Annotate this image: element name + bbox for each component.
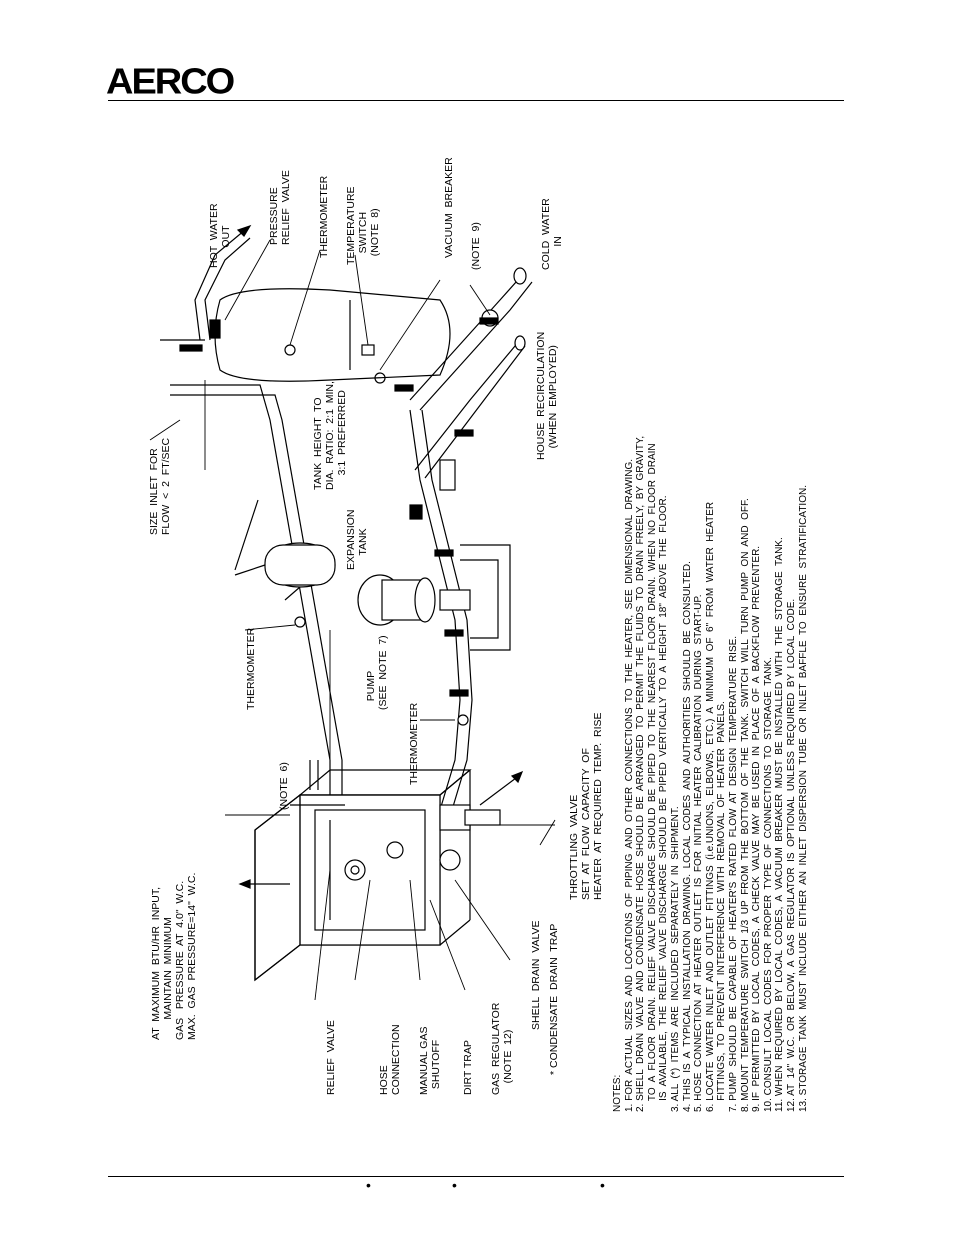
notes-block: NOTES:1. FOR ACTUAL SIZES AND LOCATIONS … (612, 436, 809, 1112)
note9-label: (NOTE 9) (470, 222, 482, 270)
gas-train (439, 770, 524, 871)
aerco-logo: AERCO (106, 62, 235, 102)
logo-text: AERCO (106, 62, 235, 102)
pump-label: PUMP (SEE NOTE 7) (365, 635, 389, 710)
note-line: 1. FOR ACTUAL SIZES AND LOCATIONS OF PIP… (623, 458, 635, 1112)
thermometer-low-label: THERMOMETER (408, 702, 420, 785)
thermometer-top-label: THERMOMETER (318, 175, 330, 258)
heater-unit (254, 769, 472, 982)
note-line: 3. ALL (*) ITEMS ARE INCLUDED SEPARATELY… (669, 806, 681, 1112)
note6-label: (NOTE 6) (278, 762, 290, 810)
footer-bullet: • (452, 1177, 457, 1193)
relief-valve-label: RELIEF VALVE (325, 1020, 337, 1095)
note-line: 11. WHEN REQUIRED BY LOCAL CODES, A VACU… (774, 537, 786, 1112)
note-line: 9. IF PERMITTED BY LOCAL CODES, A CHECK … (751, 545, 763, 1112)
manual-gas-shutoff-label: MANUAL GAS SHUTOFF (418, 1026, 442, 1095)
size-inlet-label: SIZE INLET FOR FLOW < 2 FT/SEC (148, 437, 172, 535)
relief-discharge-pipe (290, 760, 345, 806)
footer-rule (108, 1176, 844, 1177)
footer-bullet: • (600, 1177, 605, 1193)
header-rule (108, 100, 844, 101)
note-line: 13. STORAGE TANK MUST INCLUDE EITHER AN … (797, 485, 809, 1112)
note-line: 8. MOUNT TEMPERATURE SWITCH 1/3 UP FROM … (739, 498, 751, 1112)
expansion-tank-label: EXPANSION TANK (345, 509, 369, 571)
notes-list: 1. FOR ACTUAL SIZES AND LOCATIONS OF PIP… (624, 436, 810, 1112)
valves (179, 317, 499, 697)
return-pipe (409, 409, 511, 811)
note-line: 7. PUMP SHOULD BE CAPABLE OF HEATER'S RA… (727, 635, 739, 1112)
thermometer-mid-label: THERMOMETER (245, 627, 257, 710)
storage-tank (214, 288, 451, 384)
hot-water-out-pipe (160, 224, 252, 341)
cold-water-in-label: COLD WATER IN (540, 198, 564, 270)
note-line: 4. THIS IS A TYPICAL INSTALLATION DRAWIN… (681, 561, 693, 1112)
note-line: 6. LOCATE WATER INLET AND OUTLET FITTING… (704, 501, 716, 1112)
shell-drain-valve-label: SHELL DRAIN VALVE (530, 920, 542, 1030)
notes-heading: NOTES: (612, 1074, 623, 1112)
dirt-trap-label: DIRT TRAP (462, 1040, 474, 1095)
hot-water-out-label: HOT WATER OUT (208, 203, 232, 268)
note-line: TO A FLOOR DRAIN. RELIEF VALVE DISCHARGE… (646, 443, 658, 1112)
footer-bullet: • (366, 1177, 371, 1193)
note-line: 2. SHELL DRAIN VALVE AND CONDENSATE HOSE… (635, 435, 647, 1112)
max-btu-label: AT MAXIMUM BTU/HR INPUT, MAINTAIN MINIMU… (150, 872, 198, 1040)
gas-regulator-label: GAS REGULATOR (NOTE 12) (490, 1002, 514, 1095)
tank-height-label: TANK HEIGHT TO DIA. RATIO: 2:1 MIN, 3:1 … (312, 381, 348, 490)
hose-connection-label: HOSE CONNECTION (378, 1024, 402, 1095)
temperature-switch-label: TEMPERATURE SWITCH (NOTE 8) (345, 186, 381, 265)
note-line: 5. HOSE CONNECTION AT HEATER OUTLET IS F… (693, 594, 705, 1113)
note-line: 10. CONSULT LOCAL CODES FOR PROPER TYPE … (762, 657, 774, 1112)
gas-inlet-arrow (238, 879, 290, 889)
note-line: 12. AT 14" W.C. OR BELOW, A GAS REGULATO… (785, 598, 797, 1112)
condensate-drain-trap-label: * CONDENSATE DRAIN TRAP (548, 923, 560, 1075)
note-line: IS AVAILABLE, THE RELIEF VALVE DISCHARGE… (658, 495, 670, 1112)
expansion-tank (234, 499, 336, 601)
pressure-relief-valve-label: PRESSURE RELIEF VALVE (268, 170, 292, 245)
leader-lines (149, 239, 556, 1001)
vacuum-breaker-label: VACUUM BREAKER (443, 157, 455, 258)
house-recirculation-label: HOUSE RECIRCULATION (WHEN EMPLOYED) (535, 331, 559, 460)
note-line: FITTINGS, TO PREVENT INTERFERENCE WITH R… (716, 701, 728, 1112)
pump (357, 574, 471, 626)
throttling-valve-label: THROTTLING VALVE SET AT FLOW CAPACITY OF… (568, 712, 604, 901)
